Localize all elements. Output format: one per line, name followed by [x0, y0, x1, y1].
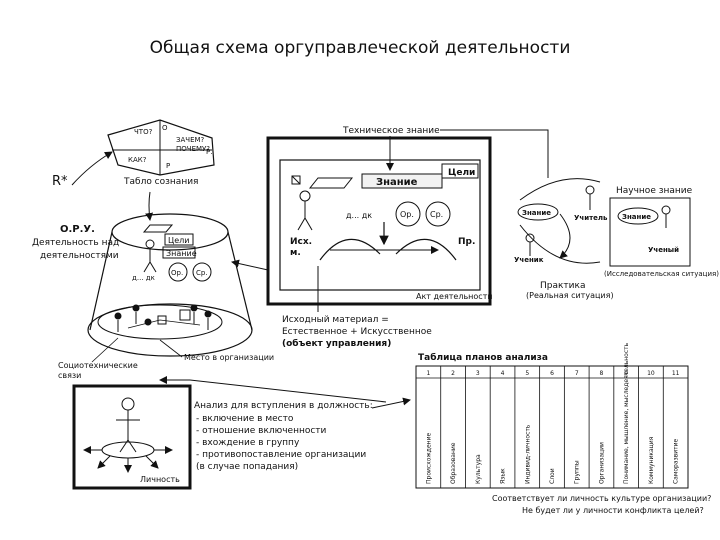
table-q2: Не будет ли у личности конфликта целей?: [522, 506, 704, 515]
table-col-number: 7: [575, 370, 579, 377]
sci-znanie-right: Знание: [622, 213, 651, 221]
tablo-caption: Табло сознания: [123, 177, 198, 187]
tech-tseli: Цели: [448, 168, 475, 178]
sci-uchitel: Учитель: [574, 214, 608, 222]
sci-ucheniy: Ученый: [648, 246, 679, 254]
sci-uchenik: Ученик: [514, 256, 544, 264]
table-col-label: Культура: [475, 454, 482, 484]
tablo-pochemu: ПОЧЕМУ?: [176, 145, 210, 153]
entry-item-3: - вхождение в группу: [196, 438, 300, 448]
table-col-label: Слои: [549, 468, 556, 484]
tech-isx-2: м.: [290, 248, 301, 258]
sci-label: Научное знание: [616, 186, 693, 196]
entry-item-5: (в случае попадания): [196, 462, 298, 472]
tech-pr: Пр.: [458, 237, 475, 247]
table-col-label: Организации: [598, 442, 605, 484]
table-col-number: 1: [426, 370, 430, 377]
table-col-number: 8: [600, 370, 604, 377]
table-col-number: 10: [647, 370, 655, 377]
tablo-to-cone-arrow: [145, 191, 154, 221]
material-line-1: Исходный материал =: [282, 315, 389, 325]
tablo-p: Р: [166, 162, 170, 170]
table-col-label: Группы: [574, 460, 581, 484]
table-col-number: 4: [501, 370, 505, 377]
entry-analysis-box: Личность: [72, 384, 192, 490]
entry-item-1: - включение в место: [196, 414, 294, 424]
entry-lichnost: Личность: [140, 475, 180, 484]
table-col-number: 9: [624, 370, 628, 377]
table-col-number: 6: [550, 370, 554, 377]
sci-znanie-left: Знание: [522, 209, 551, 217]
entry-heading: Анализ для вступления в должность:: [194, 401, 373, 411]
table-col-label: Понимание, мышление, мыследеятельность: [623, 342, 630, 484]
oru-line2: деятельностями: [40, 251, 119, 261]
tech-akt: Акт деятельности: [416, 292, 493, 301]
tech-op: Ор.: [400, 210, 414, 219]
table-col-label: Индивид-личность: [524, 424, 531, 484]
oru-sr: Ср.: [196, 269, 208, 277]
table-title: Таблица планов анализа: [418, 352, 548, 363]
tablo-kak: КАК?: [128, 156, 147, 164]
table-col-label: Образование: [450, 442, 457, 484]
table-col-label: Коммуникация: [648, 436, 655, 484]
r-star-label: R*: [52, 174, 68, 189]
oru-line1: Деятельность над: [32, 238, 119, 248]
tablo-zachem: ЗАЧЕМ?: [176, 136, 205, 144]
entry-item-4: - противопоставление организации: [196, 450, 366, 460]
entry-to-table-arrow: [371, 397, 411, 409]
material-line-3: (объект управления): [282, 338, 391, 349]
tech-znanie: Знание: [376, 177, 418, 188]
sci-issl: (Исследовательская ситуация): [604, 270, 719, 278]
consciousness-board: ЧТО? О ЗАЧЕМ? ПОЧЕМУ? КАК? Р Р. Табло со…: [107, 119, 215, 187]
r-arrow: [71, 151, 113, 186]
oru-znanie: Знание: [166, 249, 197, 258]
table-col-number: 2: [451, 370, 455, 377]
box-to-cone-arrow: [231, 259, 269, 271]
scientific-knowledge: Научное знание Знание Ученый Знание Учит…: [514, 178, 719, 300]
slide-title: Общая схема оргуправлеческой деятельност…: [149, 38, 571, 58]
org-svyazi-2: связи: [58, 371, 81, 380]
table-col-number: 5: [525, 370, 529, 377]
tech-to-scientific: [440, 129, 549, 178]
tablo-r: Р.: [206, 148, 212, 156]
oru-tseli: Цели: [168, 236, 189, 245]
table-col-number: 11: [672, 370, 680, 377]
org-svyazi-1: Социотехнические: [58, 361, 138, 370]
sci-praktika: Практика: [540, 281, 585, 291]
oru-cone: Цели Знание д... дк Ор. Ср.: [87, 213, 253, 357]
tech-d: д... дк: [346, 211, 372, 220]
table-col-number: 3: [476, 370, 480, 377]
org-mesto: Место в организации: [184, 353, 274, 362]
table-col-label: Язык: [500, 468, 507, 484]
tablo-chto: ЧТО?: [134, 128, 153, 136]
tech-isx-1: Исх.: [290, 237, 312, 247]
table-col-label: Саморазвитие: [673, 438, 680, 484]
sci-real: (Реальная ситуация): [526, 291, 614, 300]
oru-op: Ор.: [171, 269, 183, 277]
table-q1: Соответствует ли личность культуре орган…: [492, 494, 711, 503]
tech-sr: Ср.: [430, 210, 443, 219]
table-col-label: Происхождение: [425, 433, 432, 484]
entry-item-2: - отношение включенности: [196, 426, 327, 436]
tablo-o: О: [162, 124, 168, 132]
tech-label: Техническое знание: [342, 126, 440, 136]
material-line-2: Естественное + Искусственное: [282, 327, 432, 337]
oru-d: д... дк: [132, 274, 155, 282]
activity-act-box: Знание Цели д... дк Ор. Ср. Исх. м. Пр. …: [266, 136, 493, 306]
oru-title: О.Р.У.: [60, 224, 95, 235]
